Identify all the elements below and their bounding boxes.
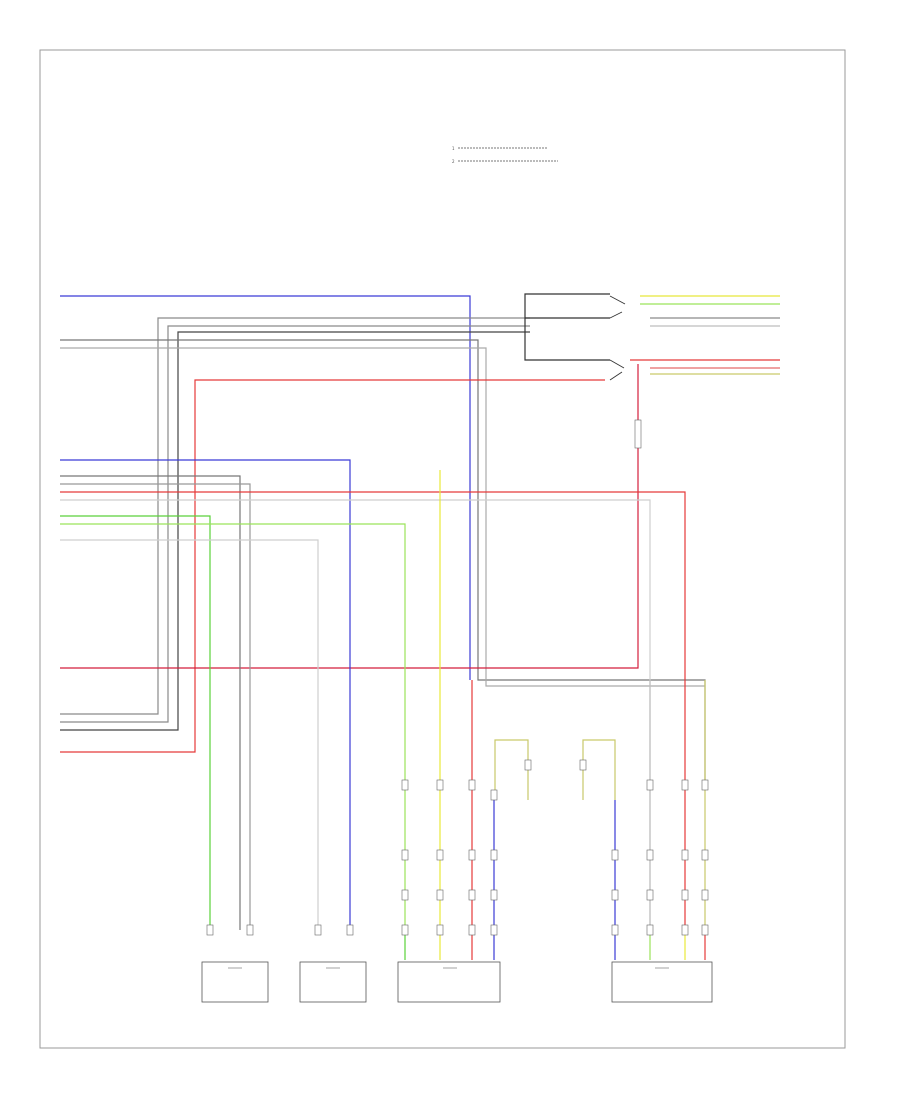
- legend-marker-1: 1: [452, 146, 455, 151]
- legend-marker-2: 2: [452, 159, 455, 164]
- component-front-passenger: [397, 961, 501, 1003]
- wire-lightgray-mid: [60, 539, 319, 930]
- component-rear-left: [201, 961, 269, 1003]
- connectors: [206, 419, 709, 936]
- diagram-frame: [39, 49, 846, 1049]
- wire-dark-red-main: [60, 364, 639, 669]
- legend: 1 2: [452, 146, 558, 164]
- wire-blue-mid: [60, 459, 351, 930]
- wire-light-mid: [60, 499, 651, 930]
- wire-red-1: [60, 379, 605, 753]
- wire-black-3: [60, 331, 530, 731]
- wire-switch-bracket: [524, 293, 610, 361]
- component-driver: [611, 961, 713, 1003]
- wire-red-mid: [60, 491, 686, 930]
- wire-gray-mid1: [60, 475, 241, 930]
- component-rear-right: [299, 961, 367, 1003]
- wire-blue-top: [60, 295, 471, 680]
- wire-green-mid: [60, 515, 211, 930]
- wire-gray-mid2: [60, 483, 251, 930]
- sensor-loop-right: [582, 739, 616, 800]
- sensor-loop-left: [494, 739, 529, 800]
- wire-gray-5: [60, 347, 705, 687]
- wires: [60, 293, 780, 960]
- switch-contacts: [609, 295, 626, 381]
- wire-lightgreen-mid: [60, 523, 406, 930]
